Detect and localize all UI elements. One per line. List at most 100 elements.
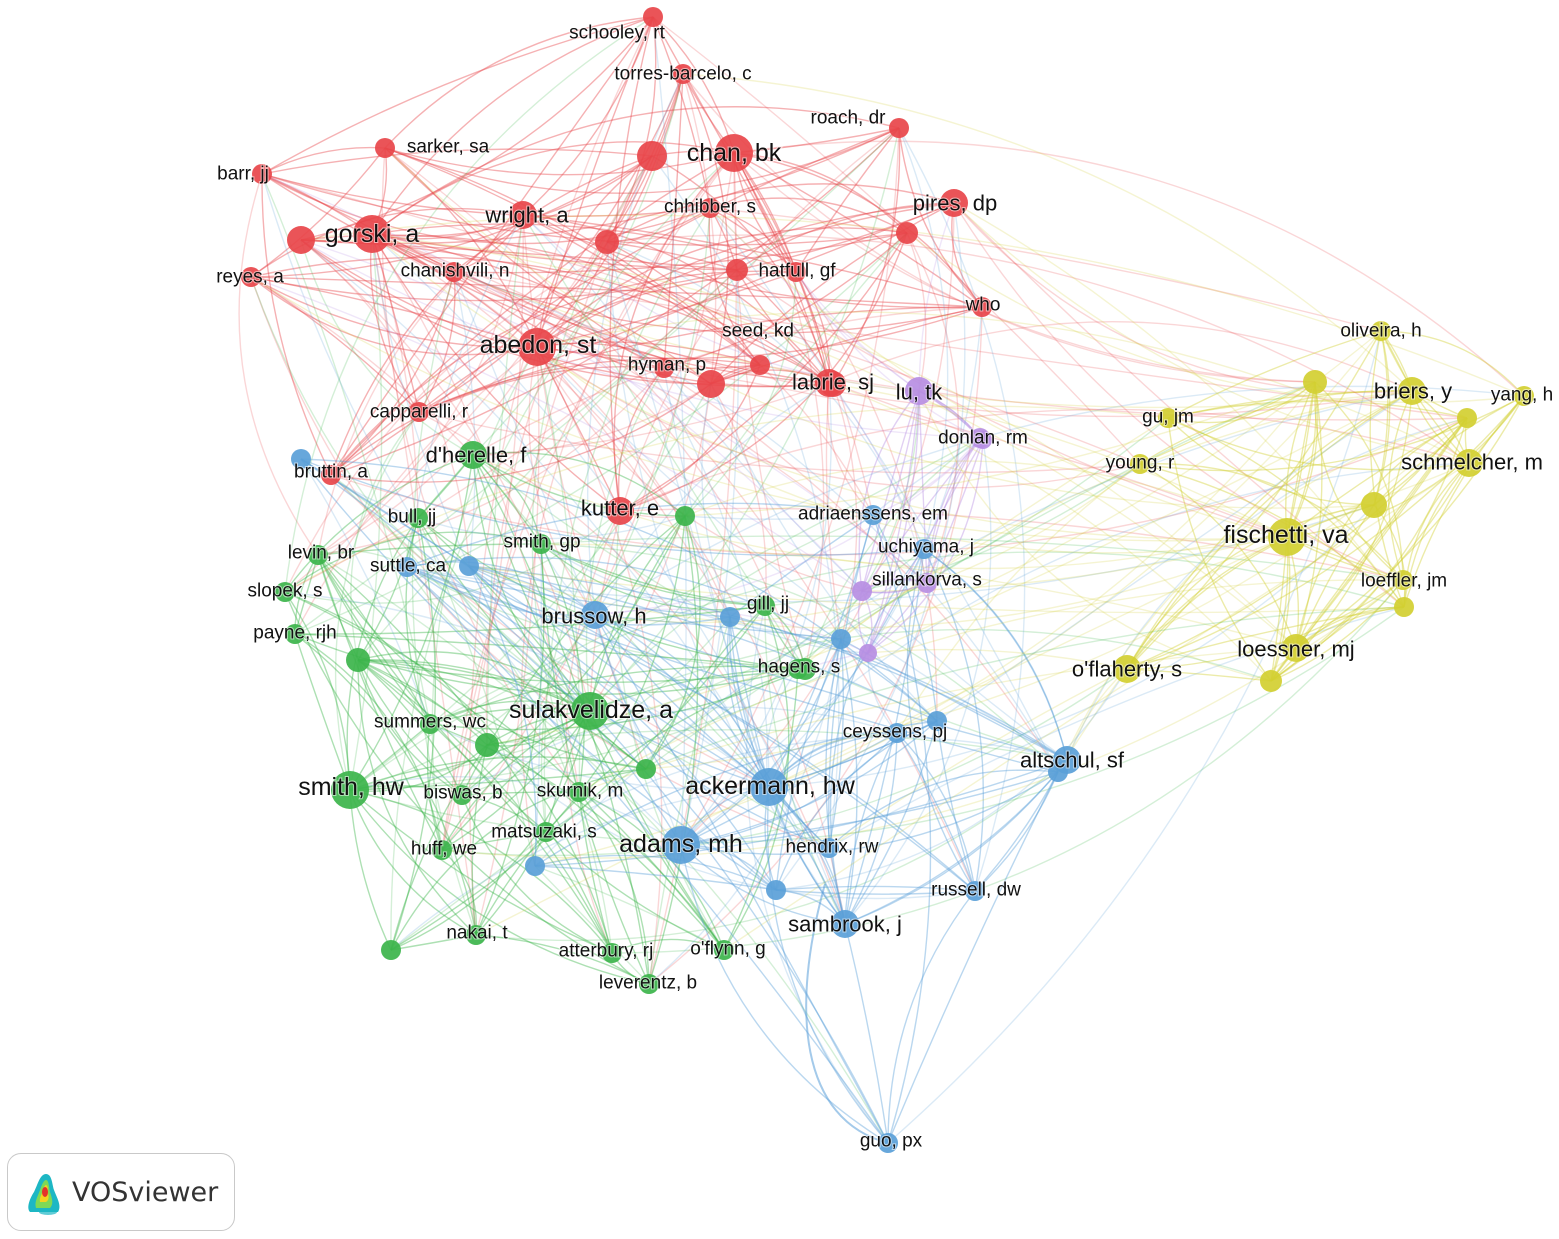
node[interactable] xyxy=(720,607,740,627)
node-uchiyama-j[interactable] xyxy=(914,539,934,559)
node-skurnik-m[interactable] xyxy=(569,782,589,802)
node-label[interactable]: guo, px xyxy=(859,1130,924,1153)
node-loessner-mj[interactable] xyxy=(1282,634,1310,662)
node-who[interactable] xyxy=(972,297,992,317)
node-label[interactable]: altschul, sf xyxy=(1019,747,1126,774)
node-label[interactable]: kutter, e xyxy=(580,495,660,522)
node[interactable] xyxy=(766,880,786,900)
node[interactable] xyxy=(794,658,816,680)
node-label[interactable]: smith, gp xyxy=(502,531,581,554)
node-label[interactable]: gorski, a xyxy=(324,219,421,249)
node[interactable] xyxy=(1361,492,1387,518)
node-label[interactable]: levin, br xyxy=(287,542,356,565)
node-capparelli-r[interactable] xyxy=(409,402,429,422)
node-label[interactable]: d'herelle, f xyxy=(425,442,529,469)
node-adams-mh[interactable] xyxy=(662,826,700,864)
node-label[interactable]: sambrook, j xyxy=(787,911,903,938)
node-label[interactable]: lu, tk xyxy=(895,379,944,406)
node-label[interactable]: abedon, st xyxy=(479,330,598,360)
node-label[interactable]: russell, dw xyxy=(930,879,1022,902)
node-label[interactable]: loeffler, jm xyxy=(1360,570,1448,593)
node-label[interactable]: capparelli, r xyxy=(369,401,470,424)
node[interactable] xyxy=(852,581,872,601)
node-nakai-t[interactable] xyxy=(466,925,486,945)
node-slopek-s[interactable] xyxy=(275,582,295,602)
node-briers-y[interactable] xyxy=(1398,377,1426,405)
node-oliveira-h[interactable] xyxy=(1371,321,1391,341)
node-russell-dw[interactable] xyxy=(965,881,985,901)
node-label[interactable]: hendrix, rw xyxy=(785,836,880,859)
node-label[interactable]: briers, y xyxy=(1373,378,1453,405)
node-sulakvelidze-a[interactable] xyxy=(571,692,609,730)
node[interactable] xyxy=(1394,597,1414,617)
node-label[interactable]: pires, dp xyxy=(912,190,998,217)
node-sarker-sa[interactable] xyxy=(375,138,395,158)
node-label[interactable]: chan, bk xyxy=(686,138,783,168)
node-label[interactable]: torres-barcelo, c xyxy=(613,63,752,86)
node-label[interactable]: labrie, sj xyxy=(791,369,875,396)
node-atterbury-rj[interactable] xyxy=(602,943,622,963)
node-label[interactable]: yang, h xyxy=(1490,384,1554,407)
node-ackermann-hw[interactable] xyxy=(750,768,788,806)
node-label[interactable]: sillankorva, s xyxy=(871,569,983,592)
node[interactable] xyxy=(675,506,695,526)
node-huff-we[interactable] xyxy=(432,840,452,860)
node-loeffler-jm[interactable] xyxy=(1393,570,1413,590)
node-label[interactable]: uchiyama, j xyxy=(877,536,975,559)
node-label[interactable]: slopek, s xyxy=(247,580,324,603)
node-hatfull-gf[interactable] xyxy=(786,262,806,282)
node-label[interactable]: who xyxy=(964,294,1002,317)
node-gorski-a[interactable] xyxy=(353,215,391,253)
node-label[interactable]: payne, rjh xyxy=(252,622,337,645)
node-chhibber-s[interactable] xyxy=(700,198,720,218)
node-brussow-h[interactable] xyxy=(581,601,609,629)
node-label[interactable]: hyman, p xyxy=(627,354,707,377)
node-summers-wc[interactable] xyxy=(420,714,440,734)
node-wright-a[interactable] xyxy=(509,201,537,229)
node-label[interactable]: roach, dr xyxy=(810,107,888,130)
node-label[interactable]: barr, jj xyxy=(216,163,270,186)
node-label[interactable]: o'flynn, g xyxy=(689,938,766,961)
node-label[interactable]: o'flaherty, s xyxy=(1071,656,1183,683)
node[interactable] xyxy=(459,556,479,576)
node-label[interactable]: oliveira, h xyxy=(1339,320,1422,343)
node-seed-kd[interactable] xyxy=(750,355,770,375)
node-abedon-st[interactable] xyxy=(518,328,556,366)
node-label[interactable]: sarker, sa xyxy=(406,136,491,159)
node-o-flaherty-s[interactable] xyxy=(1113,655,1141,683)
node-label[interactable]: fischetti, va xyxy=(1222,520,1349,550)
node[interactable] xyxy=(636,759,656,779)
node-smith-gp[interactable] xyxy=(531,534,551,554)
node[interactable] xyxy=(1260,670,1282,692)
node-young-r[interactable] xyxy=(1130,454,1150,474)
node-schooley-rt[interactable] xyxy=(643,7,663,27)
node-label[interactable]: biswas, b xyxy=(422,782,503,805)
node-barr-jj[interactable] xyxy=(252,164,272,184)
node-yang-h[interactable] xyxy=(1514,386,1534,406)
node[interactable] xyxy=(896,222,918,244)
node-label[interactable]: hagens, s xyxy=(757,656,841,679)
node-sillankorva-s[interactable] xyxy=(917,573,937,593)
node[interactable] xyxy=(726,259,748,281)
node-kutter-e[interactable] xyxy=(606,497,634,525)
node-levin-br[interactable] xyxy=(308,545,328,565)
node-label[interactable]: chanishvili, n xyxy=(400,260,511,283)
node-label[interactable]: leverentz, b xyxy=(598,972,698,995)
vosviewer-badge[interactable]: VOSviewer xyxy=(7,1153,235,1231)
node-label[interactable]: smith, hw xyxy=(297,772,406,802)
node-hyman-p[interactable] xyxy=(654,358,674,378)
node[interactable] xyxy=(287,226,315,254)
node[interactable] xyxy=(637,141,667,171)
node-chan-bk[interactable] xyxy=(715,134,753,172)
node-leverentz-b[interactable] xyxy=(639,974,659,994)
node-label[interactable]: seed, kd xyxy=(721,320,795,343)
node-label[interactable]: reyes, a xyxy=(215,266,285,289)
node-matsuzaki-s[interactable] xyxy=(536,822,556,842)
node-label[interactable]: huff, we xyxy=(410,838,478,861)
node[interactable] xyxy=(381,940,401,960)
node[interactable] xyxy=(475,733,499,757)
node-label[interactable]: matsuzaki, s xyxy=(490,821,598,844)
node-label[interactable]: wright, a xyxy=(483,202,570,229)
node-gu-jm[interactable] xyxy=(1158,408,1178,428)
